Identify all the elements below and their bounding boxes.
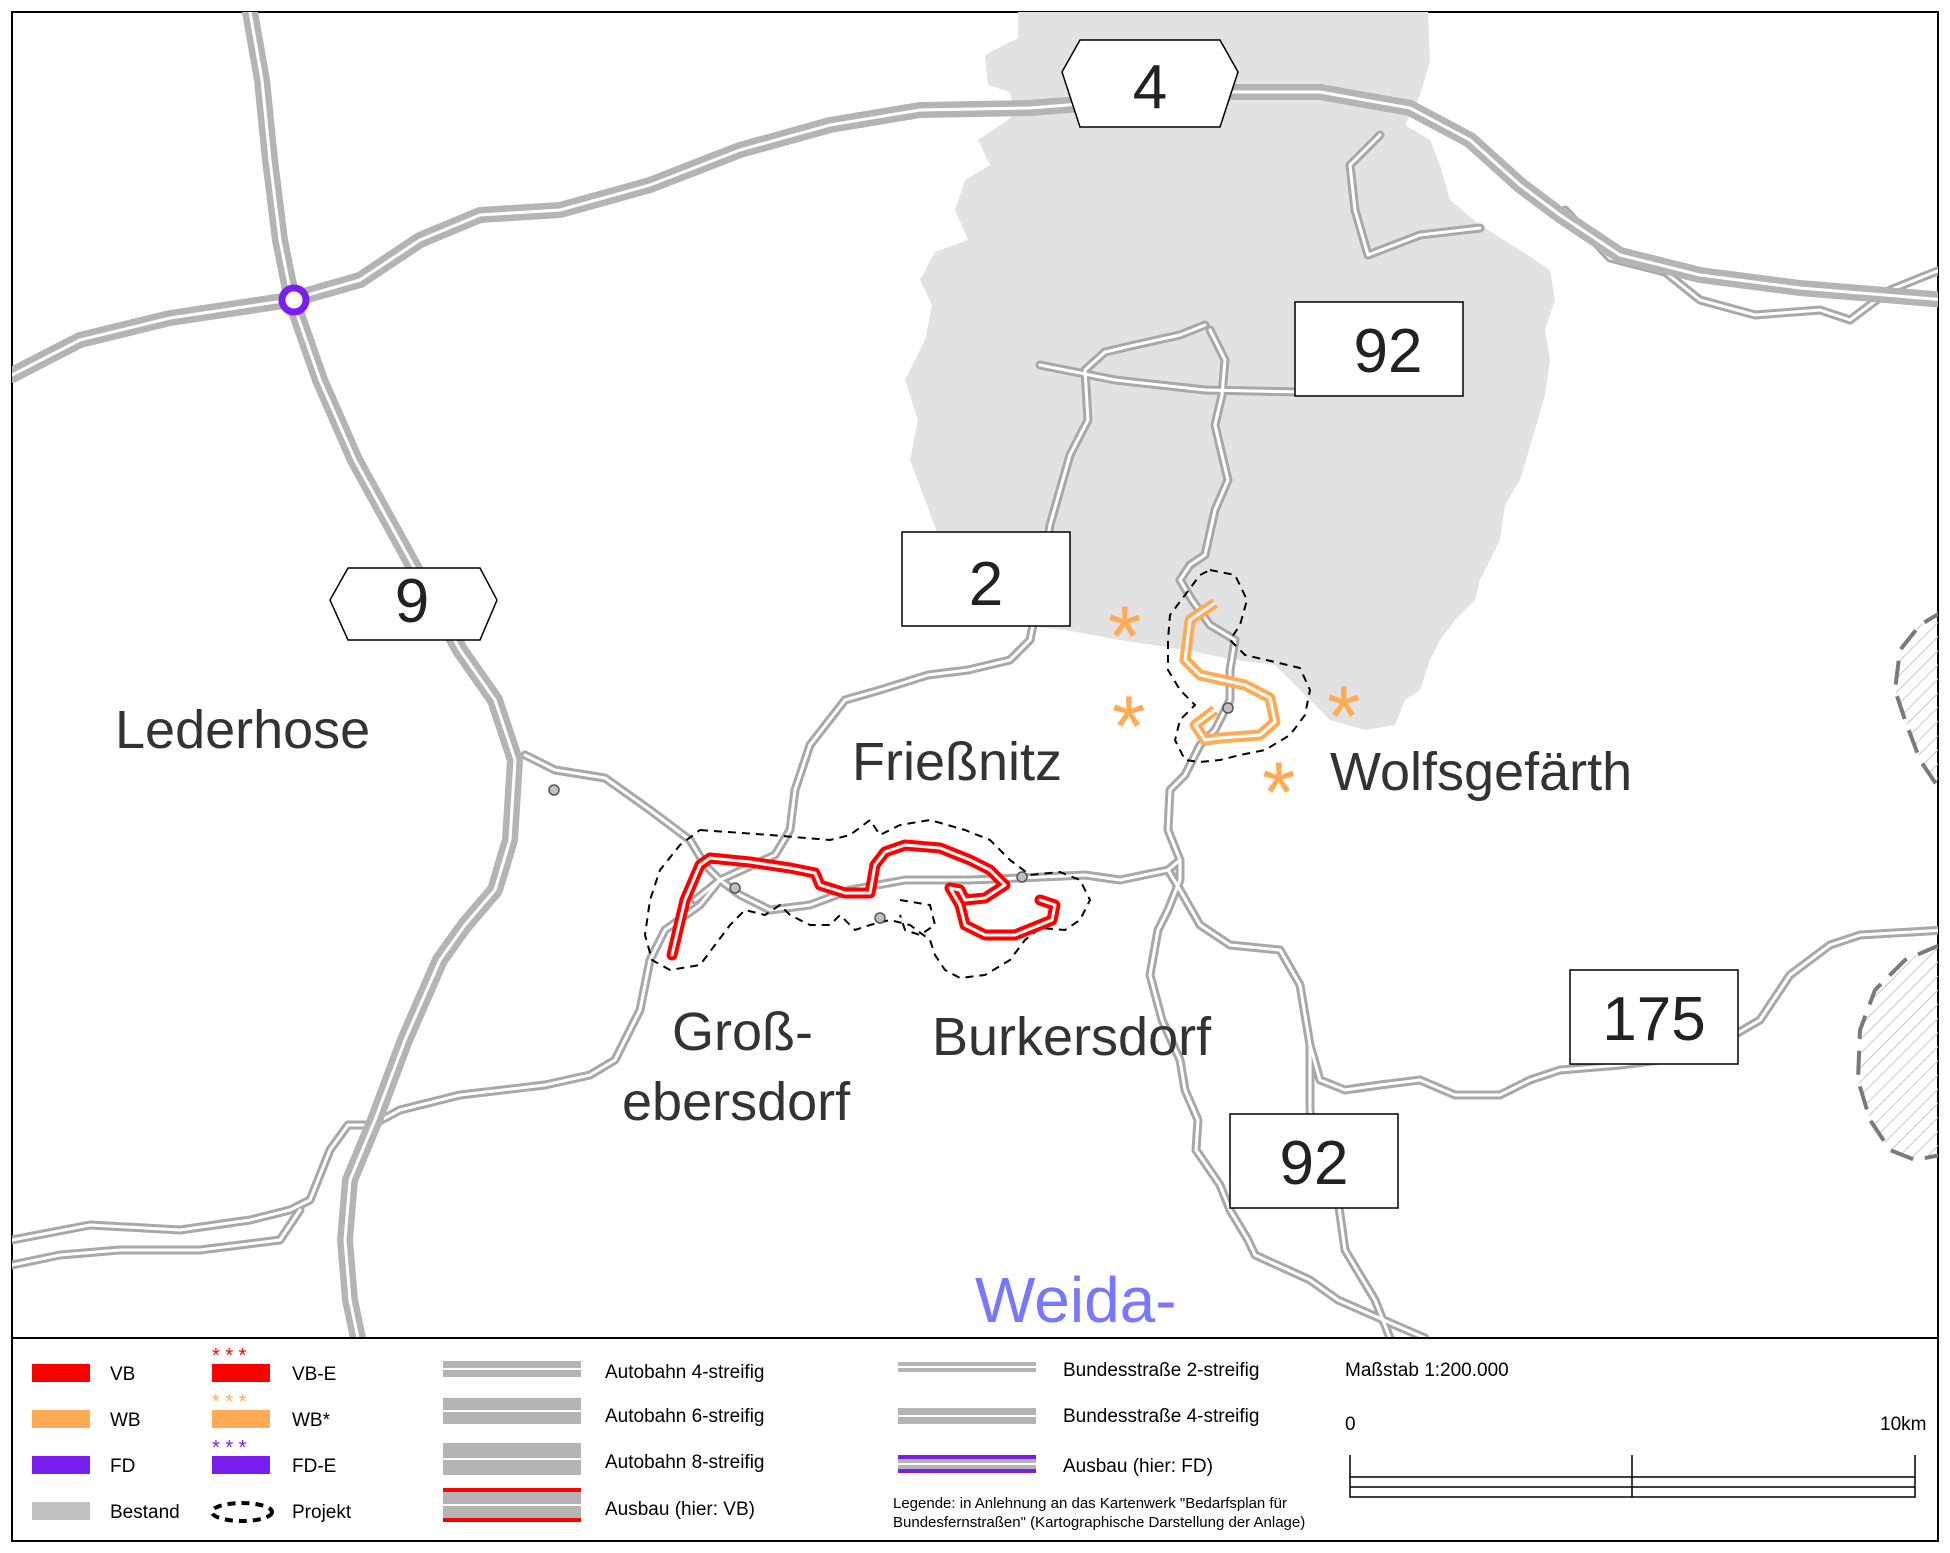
project-outlines — [643, 568, 1312, 980]
legend-swatch-bundes2 — [898, 1362, 1036, 1372]
shield-b92-north-label: 92 — [1354, 317, 1423, 386]
legend-stars-fd-e: * * * — [212, 1437, 247, 1459]
node-points — [548, 702, 1234, 924]
legend-label-fd-e: FD-E — [292, 1456, 336, 1477]
scale-label-zero: 0 — [1345, 1414, 1356, 1435]
legend-swatch-bundes4 — [898, 1408, 1036, 1424]
legend-swatch-ausbau-vb — [443, 1488, 581, 1522]
legend-swatch-autobahn8 — [443, 1443, 581, 1475]
shield-b92-north: 92 — [1294, 301, 1464, 397]
legend-label-ausbau-fd: Ausbau (hier: FD) — [1063, 1456, 1213, 1477]
legend-label-wb: WB — [110, 1410, 141, 1431]
shield-b92-south: 92 — [1229, 1113, 1399, 1209]
place-label-burkersdorf: Burkersdorf — [932, 1007, 1212, 1067]
legend-swatch-autobahn6 — [443, 1398, 581, 1424]
place-label-grossebersdorf-1: Groß- — [672, 1002, 813, 1062]
svg-text:*: * — [1262, 745, 1295, 841]
legend-label-vb-e: VB-E — [292, 1364, 336, 1385]
shield-a9: 9 — [329, 567, 498, 641]
junction-fd-marker — [278, 284, 310, 316]
legend-swatch-vb — [32, 1364, 90, 1382]
legend-swatch-projekt — [210, 1501, 274, 1523]
legend-swatch-wb — [32, 1410, 90, 1428]
legend-stars-wb: * * * — [212, 1391, 247, 1413]
legend-label-autobahn6: Autobahn 6-streifig — [605, 1406, 765, 1427]
restricted-area-1 — [1892, 611, 1938, 791]
legend: VB WB FD Bestand * * * VB-E * * * WB* * … — [32, 1345, 1926, 1531]
svg-text:*: * — [1108, 589, 1141, 685]
legend-swatch-fd-e — [212, 1456, 270, 1474]
svg-text:*: * — [1112, 679, 1145, 775]
legend-label-autobahn4: Autobahn 4-streifig — [605, 1362, 765, 1383]
legend-label-bundes4: Bundesstraße 4-streifig — [1063, 1406, 1259, 1427]
wb-project-line — [1179, 598, 1281, 746]
motorways — [12, 12, 1938, 1338]
legend-label-vb: VB — [110, 1364, 135, 1385]
place-label-grossebersdorf-2: ebersdorf — [622, 1072, 851, 1132]
legend-label-wb-star: WB* — [292, 1410, 331, 1431]
legend-stars-vb-e: * * * — [212, 1345, 247, 1367]
legend-label-fd: FD — [110, 1456, 135, 1477]
shield-b175-label: 175 — [1602, 985, 1705, 1054]
legend-label-bestand: Bestand — [110, 1502, 180, 1523]
shield-a4: 4 — [1061, 39, 1239, 128]
legend-note-line2: Bundesfernstraßen" (Kartographische Dars… — [893, 1514, 1305, 1531]
legend-swatch-vb-e — [212, 1364, 270, 1382]
place-label-weida: Weida- — [975, 1264, 1177, 1336]
legend-swatch-autobahn4 — [443, 1361, 581, 1377]
restricted-area-2 — [1855, 943, 1938, 1163]
legend-note-line1: Legende: in Anlehnung an das Kartenwerk … — [893, 1495, 1287, 1512]
scale-label-max: 10km — [1880, 1414, 1926, 1435]
legend-label-autobahn8: Autobahn 8-streifig — [605, 1452, 765, 1473]
legend-swatch-fd — [32, 1456, 90, 1474]
shield-a4-label: 4 — [1133, 53, 1167, 122]
place-label-lederhose: Lederhose — [115, 700, 370, 760]
legend-swatch-bestand — [32, 1502, 90, 1520]
wb-star-markers: * * * * — [1108, 589, 1360, 841]
legend-label-ausbau-vb: Ausbau (hier: VB) — [605, 1499, 755, 1520]
place-label-friessnitz: Frießnitz — [852, 732, 1062, 792]
place-label-wolfsgefaerth: Wolfsgefärth — [1330, 742, 1632, 802]
legend-label-projekt: Projekt — [292, 1502, 352, 1523]
scale-title: Maßstab 1:200.000 — [1345, 1360, 1509, 1381]
legend-swatch-ausbau-fd — [898, 1455, 1036, 1473]
shield-a9-label: 9 — [395, 567, 429, 636]
scale-bar — [1349, 1455, 1916, 1498]
shield-b2-label: 2 — [969, 550, 1003, 619]
svg-text:*: * — [1327, 669, 1360, 765]
legend-swatch-wb-star — [212, 1410, 270, 1428]
shield-b92-south-label: 92 — [1280, 1129, 1349, 1198]
legend-label-bundes2: Bundesstraße 2-streifig — [1063, 1360, 1259, 1381]
shield-b175: 175 — [1569, 969, 1739, 1065]
shield-b2: 2 — [901, 531, 1071, 627]
vb-project-line — [666, 839, 1061, 961]
